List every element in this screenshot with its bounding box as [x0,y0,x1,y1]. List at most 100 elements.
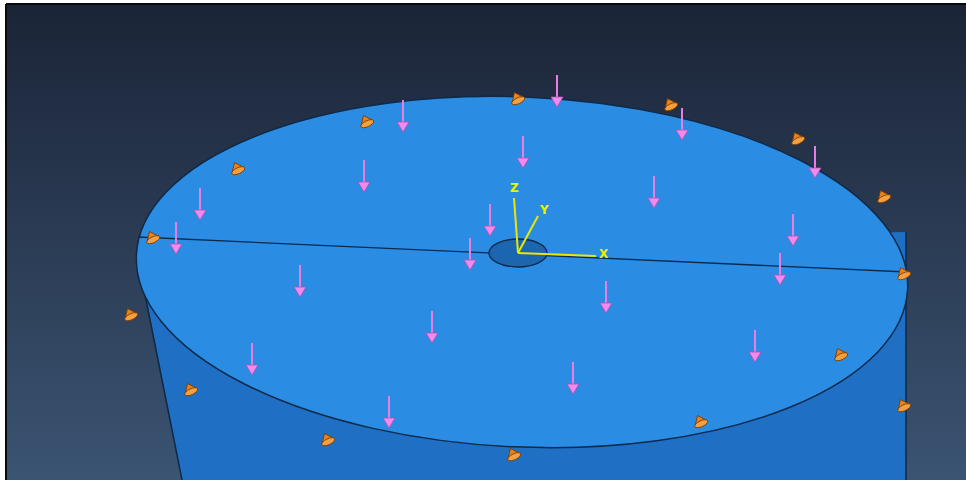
arrow-shaft [572,362,574,384]
pressure-arrow [648,176,660,208]
bc-base [146,234,161,245]
axis-label: Y [540,204,549,216]
pressure-arrow [551,75,563,107]
arrow-shaft [556,75,558,97]
arrow-shaft [681,108,683,130]
axis-x [518,253,596,256]
boundary-condition-marker [691,413,709,430]
arrow-head [397,122,409,132]
arrow-head [484,226,496,236]
pressure-arrow [464,238,476,270]
bc-base [507,451,522,462]
frame [5,4,7,480]
axis-y [518,216,538,253]
arrow-shaft [402,100,404,122]
arrow-shaft [754,330,756,352]
arrow-shaft [605,281,607,303]
pressure-arrow [749,330,761,362]
axis-label: Z [510,182,519,194]
bc-base [791,135,806,146]
axis-label: X [599,248,608,260]
bc-base [231,165,246,176]
bc-base [321,436,336,447]
arrow-head [383,418,395,428]
pressure-arrow [397,100,409,132]
boundary-condition-marker [143,229,161,246]
boundary-condition-marker [831,346,849,363]
pressure-arrow [426,311,438,343]
arrow-head [194,210,206,220]
arrow-head [600,303,612,313]
pressure-arrow [567,362,579,394]
bc-base [897,402,912,413]
arrow-head [774,275,786,285]
pressure-arrow [676,108,688,140]
boundary-condition-marker [228,160,246,177]
arrow-head [464,260,476,270]
arrow-head [749,352,761,362]
arrow-head [358,182,370,192]
arrow-shaft [431,311,433,333]
pressure-arrow [170,222,182,254]
arrow-shaft [363,160,365,182]
pressure-arrow [484,204,496,236]
arrow-shaft [388,396,390,418]
arrow-head [787,236,799,246]
arrow-head [517,158,529,168]
boundary-condition-marker [504,446,522,463]
arrow-shaft [792,214,794,236]
top-face [129,80,916,463]
arrow-head [676,130,688,140]
pressure-arrow [774,253,786,285]
bc-base [511,95,526,106]
frame [6,3,966,5]
pressure-arrow [600,281,612,313]
pressure-arrow [194,188,206,220]
boundary-condition-marker [357,113,375,130]
arrow-head [246,365,258,375]
bc-base [124,311,139,322]
arrow-shaft [653,176,655,198]
bc-base [897,270,912,281]
pressure-arrow [383,396,395,428]
boundary-condition-marker [508,90,526,107]
boundary-condition-marker [874,188,892,205]
bc-base [184,386,199,397]
boundary-condition-marker [661,96,679,113]
bc-base [694,418,709,429]
boundary-condition-marker [121,306,139,323]
pressure-arrow [809,146,821,178]
arrow-shaft [251,343,253,365]
boundary-condition-marker [318,431,336,448]
bc-base [664,101,679,112]
arrow-shaft [469,238,471,260]
pressure-arrow [294,265,306,297]
pressure-arrow [517,136,529,168]
arrow-head [809,168,821,178]
arrow-shaft [779,253,781,275]
boundary-condition-marker [894,265,912,282]
arrow-shaft [199,188,201,210]
arrow-head [426,333,438,343]
bc-base [834,351,849,362]
viewport-background [6,4,966,480]
boundary-condition-marker [788,130,806,147]
axis-z [514,198,518,253]
arrow-shaft [814,146,816,168]
partition-line [138,237,907,272]
arrow-head [294,287,306,297]
arrow-head [648,198,660,208]
pressure-arrow [787,214,799,246]
boundary-condition-marker [894,397,912,414]
pressure-arrow [246,343,258,375]
bc-base [877,193,892,204]
boundary-condition-marker [181,381,199,398]
bc-base [360,118,375,129]
arrow-shaft [175,222,177,244]
arrow-shaft [489,204,491,226]
arrow-head [551,97,563,107]
arrow-head [567,384,579,394]
pressure-arrow [358,160,370,192]
